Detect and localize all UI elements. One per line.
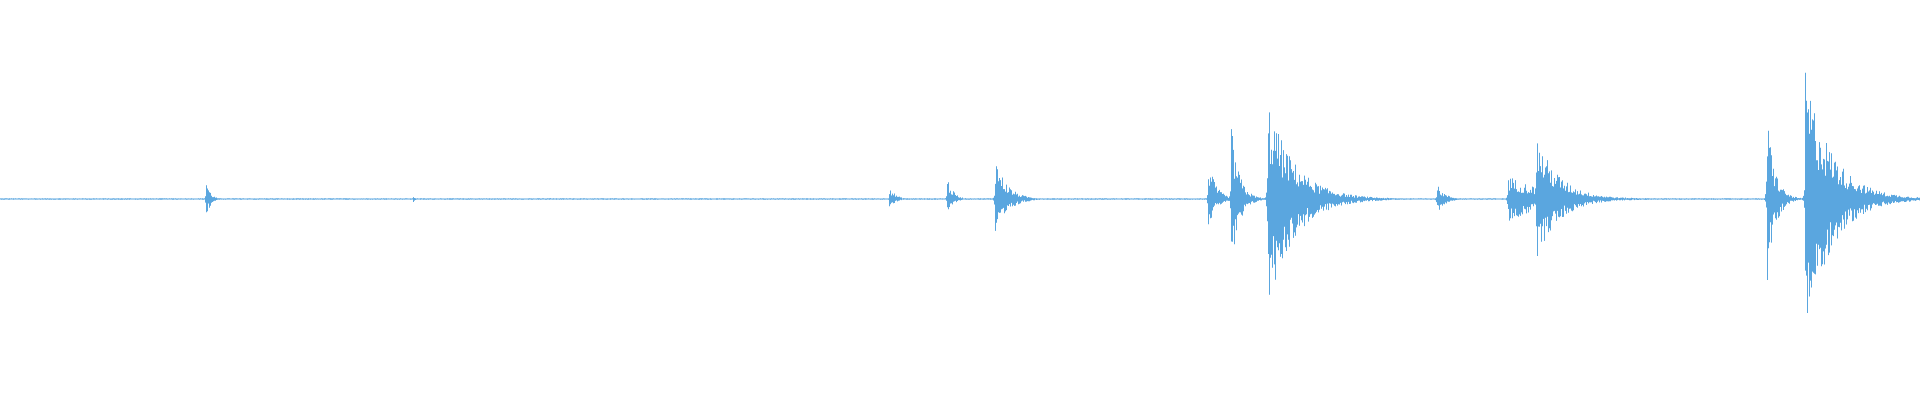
waveform-trace — [0, 72, 1920, 313]
